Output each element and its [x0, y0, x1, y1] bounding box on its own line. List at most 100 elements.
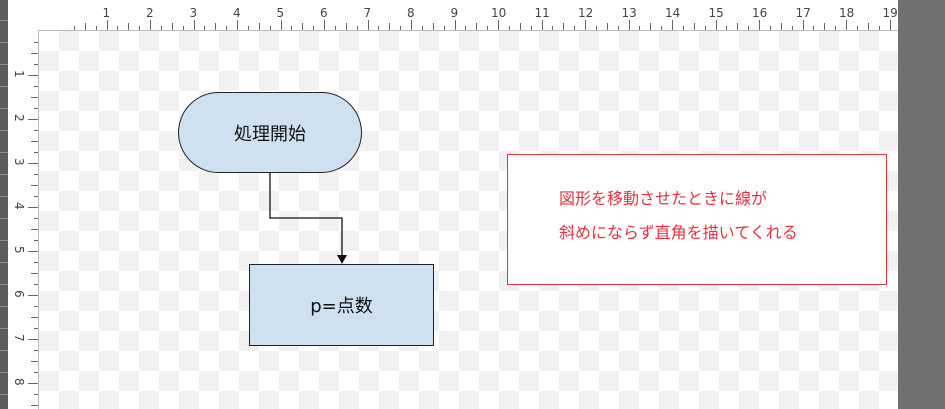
- ruler-tick: [682, 26, 684, 30]
- ruler-tick: [215, 23, 217, 30]
- ruler-tick: [400, 26, 402, 30]
- ruler-tick: [31, 53, 38, 54]
- ruler-label: 19: [882, 6, 898, 20]
- ruler-tick: [443, 26, 445, 30]
- ruler-label: 12: [578, 6, 594, 20]
- ruler-major-tick: [28, 119, 38, 120]
- ruler-major-tick: [28, 207, 38, 208]
- ruler-label: 7: [363, 6, 372, 20]
- ruler-major-tick: [28, 339, 38, 340]
- ruler-label: 10: [491, 6, 507, 20]
- ruler-tick: [95, 26, 97, 30]
- ruler-tick: [258, 23, 260, 30]
- ruler-label: 16: [752, 6, 768, 20]
- ruler-tick: [34, 42, 38, 43]
- ruler-tick: [31, 185, 38, 186]
- right-edge: [898, 0, 945, 409]
- gutter-tick: [0, 174, 8, 175]
- ruler-tick: [639, 26, 641, 30]
- ruler-major-tick: [585, 20, 586, 30]
- ruler-label: 17: [795, 6, 811, 20]
- ruler-tick: [34, 306, 38, 307]
- drawing-canvas[interactable]: 処理開始 p=点数 図形を移動させたときに線が 斜めにならず直角を描いてくれる: [39, 31, 898, 409]
- arrowhead-icon: [337, 255, 347, 264]
- ruler-tick: [302, 23, 304, 30]
- ruler-tick: [465, 26, 467, 30]
- gutter-tick: [0, 218, 8, 219]
- ruler-tick: [867, 23, 869, 30]
- ruler-tick: [31, 405, 38, 406]
- ruler-major-tick: [150, 20, 151, 30]
- gutter-tick: [0, 20, 8, 21]
- ruler-major-tick: [498, 20, 499, 30]
- start-shape-label: 処理開始: [234, 123, 306, 145]
- ruler-tick: [508, 26, 510, 30]
- ruler-tick: [421, 26, 423, 30]
- ruler-tick: [313, 26, 315, 30]
- annotation-note[interactable]: 図形を移動させたときに線が 斜めにならず直角を描いてくれる: [507, 154, 887, 285]
- ruler-tick: [389, 23, 391, 30]
- ruler-tick: [878, 26, 880, 30]
- ruler-label: 6: [12, 290, 26, 298]
- ruler-tick: [31, 229, 38, 230]
- ruler-tick: [432, 23, 434, 30]
- ruler-label: 15: [708, 6, 724, 20]
- ruler-tick: [476, 23, 478, 30]
- ruler-tick: [139, 26, 141, 30]
- ruler-tick: [661, 26, 663, 30]
- ruler-major-tick: [889, 20, 891, 30]
- ruler-major-tick: [541, 20, 543, 30]
- connector-line[interactable]: [269, 173, 343, 258]
- ruler-tick: [791, 26, 793, 30]
- ruler-label: 8: [407, 6, 415, 20]
- ruler-major-tick: [802, 20, 804, 30]
- ruler-label: 5: [276, 6, 285, 20]
- ruler-major-tick: [237, 20, 238, 30]
- ruler-tick: [487, 26, 489, 30]
- elbow-connector[interactable]: [39, 31, 898, 409]
- ruler-tick: [552, 26, 554, 30]
- ruler-major-tick: [280, 20, 282, 30]
- ruler-major-tick: [28, 75, 38, 76]
- ruler-label: 18: [839, 6, 855, 20]
- ruler-label: 7: [12, 334, 26, 342]
- gutter-tick: [0, 240, 8, 241]
- ruler-tick: [34, 152, 38, 153]
- gutter-tick: [0, 394, 8, 395]
- ruler-tick: [34, 372, 38, 373]
- ruler-tick: [34, 240, 38, 241]
- ruler-tick: [574, 26, 576, 30]
- ruler-major-tick: [28, 163, 38, 164]
- ruler-label: 6: [320, 6, 328, 20]
- ruler-tick: [31, 317, 38, 318]
- ruler-tick: [34, 394, 38, 395]
- process-shape[interactable]: p=点数: [249, 264, 434, 346]
- ruler-tick: [34, 218, 38, 219]
- gutter-tick: [0, 108, 8, 109]
- ruler-major-tick: [846, 20, 847, 30]
- ruler-tick: [748, 26, 750, 30]
- ruler-tick: [34, 328, 38, 329]
- gutter-tick: [0, 130, 8, 131]
- gutter-tick: [0, 350, 8, 351]
- gutter-tick: [0, 328, 8, 329]
- note-line-2: 斜めにならず直角を描いてくれる: [559, 223, 798, 242]
- gutter-tick: [0, 86, 8, 87]
- ruler-tick: [563, 23, 565, 30]
- gutter-tick: [0, 42, 8, 43]
- ruler-tick: [835, 26, 837, 30]
- ruler-tick: [595, 26, 597, 30]
- process-shape-label: p=点数: [310, 296, 373, 317]
- start-terminator-shape[interactable]: 処理開始: [178, 92, 362, 173]
- gutter-tick: [0, 196, 8, 197]
- ruler-tick: [345, 23, 347, 30]
- gutter-tick: [0, 64, 8, 65]
- ruler-tick: [34, 196, 38, 197]
- ruler-tick: [84, 23, 86, 30]
- ruler-tick: [31, 141, 38, 142]
- ruler-tick: [726, 26, 728, 30]
- ruler-major-tick: [28, 295, 38, 296]
- ruler-tick: [269, 26, 271, 30]
